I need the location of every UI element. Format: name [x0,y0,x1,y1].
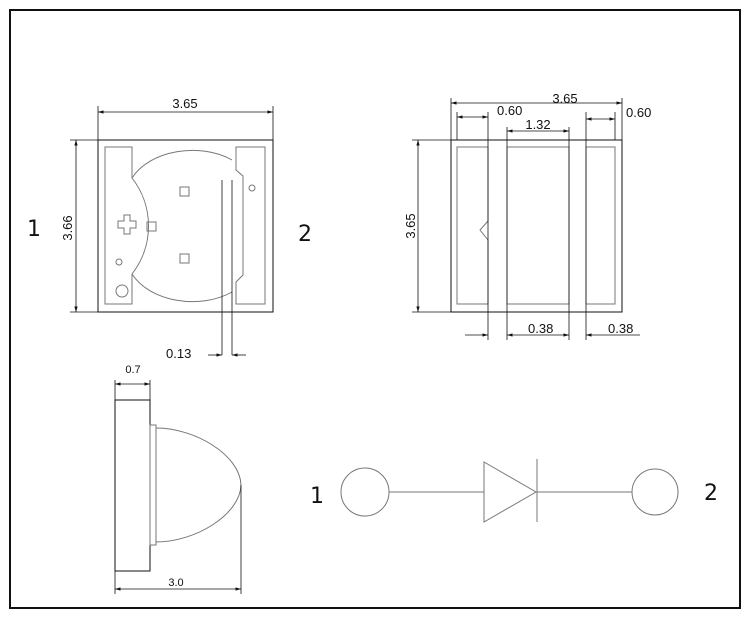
marker-square-top [179,186,190,197]
side-view-body [114,399,151,572]
schematic-symbol: 1 2 [310,459,718,523]
diode-triangle [483,461,538,523]
marker-square-bottom [179,253,190,264]
gap-dim-label: 1.32 [525,117,550,132]
thickness-dim-label: 0.7 [125,364,140,376]
bottom-width-dim-label: 3.65 [552,91,577,106]
plus-mark [117,214,137,235]
bottom-view-center-gap [506,146,570,305]
bottom-height-dim-label: 3.65 [403,213,418,238]
top-view-left-pad [104,146,149,305]
marker-circle-right [248,184,256,192]
top-height-dim-label: 3.66 [60,215,75,240]
top-view-right-pad [235,146,266,305]
top-view-pin-1-label: 1 [27,217,41,242]
bottom-view-right-pad [585,146,616,305]
side-view-lens-dome [155,427,242,543]
schematic-pin-2-label: 2 [704,481,718,506]
top-width-dim-label: 3.65 [172,96,197,111]
schematic-pin-1-label: 1 [310,484,324,509]
lead-width-dim-label: 0.13 [166,346,191,361]
marker-square-mid [146,221,157,232]
side-view: 0.7 3.0 [114,364,242,594]
marker-circle-small-left [115,258,123,266]
bottom-view-body-outline [450,139,623,313]
terminal-2-circle [631,468,679,516]
drawing-frame [9,9,741,609]
left-pad-dim-label: 0.60 [497,103,522,118]
top-view: 3.65 3.66 0.13 1 2 [27,96,312,361]
bottom-view: 3.65 0.60 1.32 0.60 3.65 0.38 0.38 [403,91,651,340]
right-pad-dim-label: 0.60 [626,105,651,120]
slot-dim-center-label: 0.38 [528,321,553,336]
top-view-body-outline [97,139,274,313]
marker-circle-large-left [115,284,129,298]
terminal-1-circle [340,467,390,517]
side-view-lens-base [149,424,157,546]
bottom-view-left-pad [456,146,489,305]
top-view-dome-outline [131,149,233,303]
length-dim-label: 3.0 [168,577,183,589]
top-view-pin-2-label: 2 [298,222,312,247]
slot-dim-right-label: 0.38 [608,321,633,336]
